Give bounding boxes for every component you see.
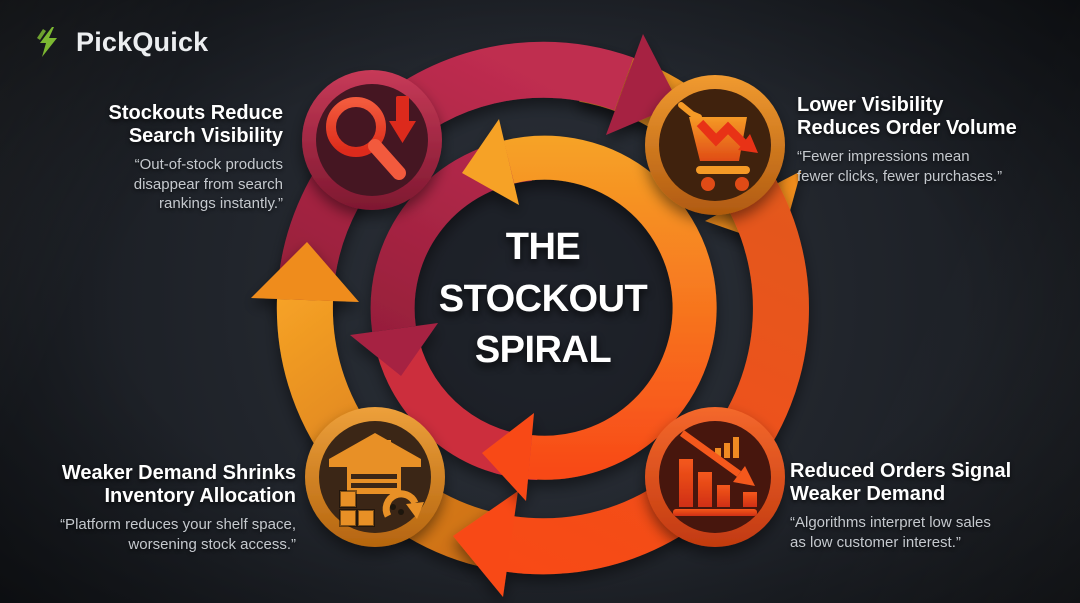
warehouse-allocation-icon xyxy=(329,433,424,527)
node-title: Lower Visibility Reduces Order Volume xyxy=(797,94,1017,140)
node-text-stockouts-reduce-search-visibility: Stockouts Reduce Search Visibility “Out-… xyxy=(43,102,283,214)
brand-logo: PickQuick xyxy=(34,26,208,58)
inner-arrow-orange-red xyxy=(503,135,717,480)
center-disc xyxy=(411,176,675,440)
node-title: Stockouts Reduce Search Visibility xyxy=(108,102,283,148)
cart-decline-badge xyxy=(645,75,785,215)
node-quote: “Fewer impressions mean fewer clicks, fe… xyxy=(797,148,1003,185)
node-quote: “Out-of-stock products disappear from se… xyxy=(133,156,283,213)
node-title: Weaker Demand Shrinks Inventory Allocati… xyxy=(61,462,296,508)
node-quote: “Algorithms interpret low sales as low c… xyxy=(790,514,991,551)
node-text-weaker-demand-shrinks-inventory-allocation: Weaker Demand Shrinks Inventory Allocati… xyxy=(48,462,296,554)
warehouse-allocation-badge xyxy=(305,407,445,547)
node-text-reduced-orders-signal-weaker-demand: Reduced Orders Signal Weaker Demand “Alg… xyxy=(790,460,1038,552)
node-quote: “Platform reduces your shelf space, wors… xyxy=(60,516,296,553)
inner-bottom-arrowhead xyxy=(482,413,534,501)
inner-crimson-arrowhead xyxy=(350,323,438,376)
brand-name: PickQuick xyxy=(76,26,209,57)
node-title: Reduced Orders Signal Weaker Demand xyxy=(790,460,1012,506)
search-decline-icon xyxy=(326,96,416,180)
cart-decline-icon xyxy=(678,102,758,191)
inner-top-arrowhead xyxy=(462,119,519,205)
brand-bolt-icon xyxy=(37,27,57,57)
search-decline-badge xyxy=(302,70,442,210)
inner-ring xyxy=(350,119,717,501)
node-text-lower-visibility-reduces-order-volume: Lower Visibility Reduces Order Volume “F… xyxy=(797,94,1037,186)
center-title: THE STOCKOUT SPIRAL xyxy=(438,226,648,372)
declining-chart-badge xyxy=(645,407,785,547)
declining-chart-icon xyxy=(673,430,757,516)
